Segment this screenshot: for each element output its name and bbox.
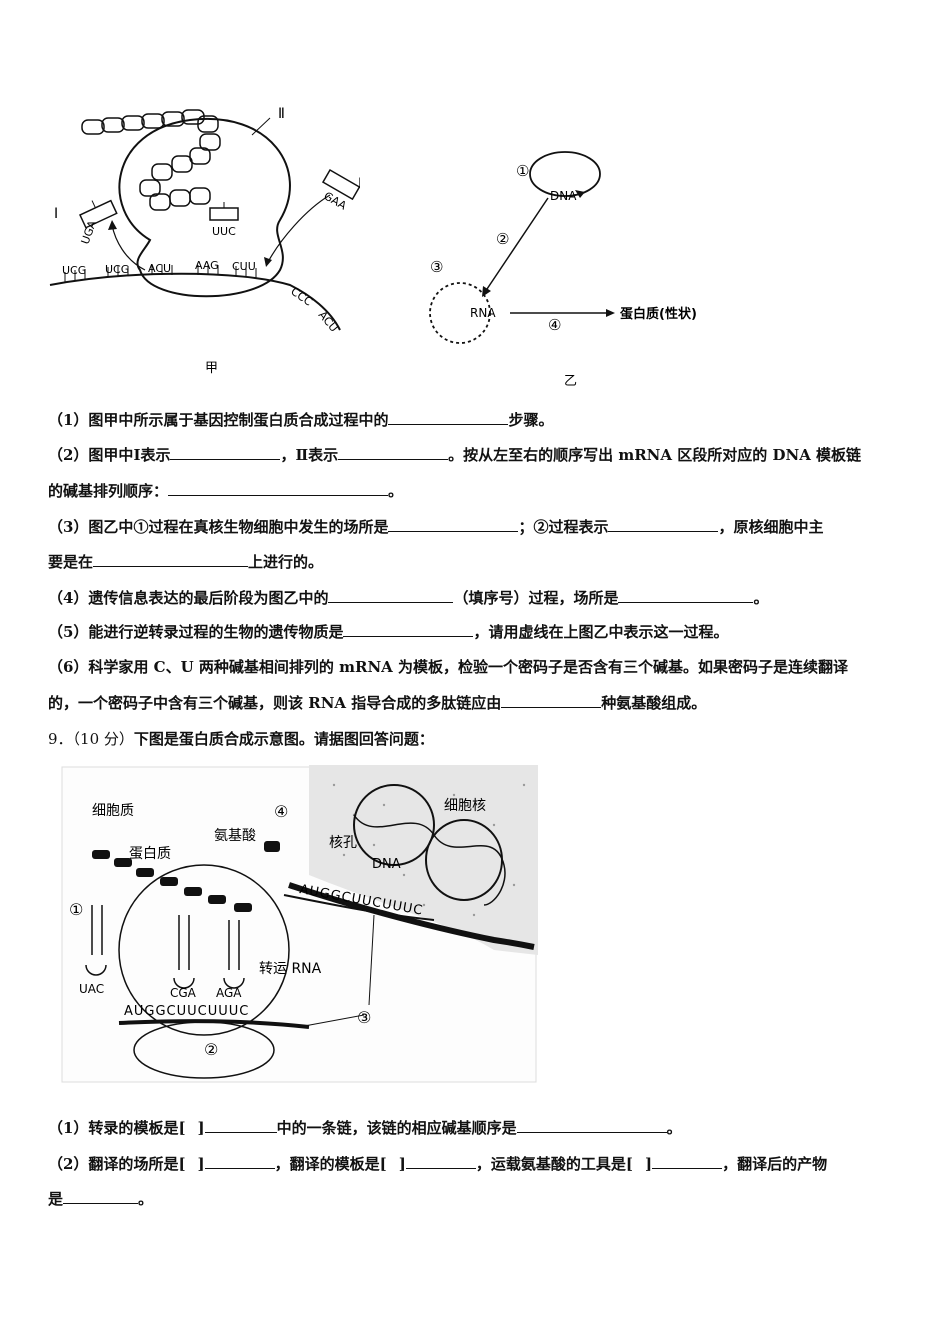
label-i-right: Ⅰ [358,176,360,192]
codon: UCG [105,263,129,276]
answer-blank[interactable] [501,692,602,708]
anticodon: UGA [79,218,100,246]
answer-blank[interactable] [652,1153,723,1169]
answer-blank[interactable] [170,444,281,460]
answer-blank[interactable] [405,1153,476,1169]
trna-label: 转运 RNA [259,961,322,977]
question-9-2b: 是。 [48,1188,154,1208]
marker-1: ① [69,900,83,919]
protein-label: 蛋白质 [129,846,171,862]
codon: ACU [316,309,341,335]
answer-blank[interactable] [338,444,449,460]
codon: CCC [288,285,315,309]
step-1-marker: ① [516,162,529,180]
question-2b: 的碱基排列顺序：。 [48,480,404,500]
answer-blank[interactable] [388,409,509,425]
step-4-marker: ④ [548,316,561,334]
anticodon: UAC [79,982,104,996]
label-i-left: Ⅰ [54,206,58,222]
answer-blank[interactable] [168,480,389,496]
step-3-marker: ③ [430,258,443,276]
mrna-sequence-lower: AUGGCUUCUUUC [124,1004,249,1019]
codon: ACU [148,262,171,275]
codon: UCG [62,264,86,277]
answer-blank[interactable] [343,621,474,637]
figure-jia: Ⅱ Ⅰ Ⅰ UCG UCG ACU AAG CUU CCC ACU UGA UU… [49,106,360,376]
question-9-1: （1）转录的模板是[]中的一条链，该链的相应碱基顺序是。 [48,1117,682,1137]
marker-3: ③ [357,1008,371,1027]
question-9-2a: （2）翻译的场所是[]，翻译的模板是[]，运载氨基酸的工具是[]，翻译后的产物 [48,1153,828,1173]
answer-blank[interactable] [63,1188,139,1204]
marker-4: ④ [274,802,288,821]
question-2a: （2）图甲中Ⅰ表示，Ⅱ表示。按从左至右的顺序写出 mRNA 区段所对应的 DNA… [48,444,862,464]
question-3a: （3）图乙中①过程在真核生物细胞中发生的场所是；②过程表示，原核细胞中主 [48,516,824,536]
answer-blank[interactable] [328,587,454,603]
figure-caption-jia: 甲 [205,361,218,376]
pore-label: 核孔 [329,835,357,851]
figure-caption-yi: 乙 [564,374,577,389]
anticodon: UUC [212,225,236,238]
cytoplasm-label: 细胞质 [92,803,134,819]
anticodon: GAA [322,189,350,212]
question-9-header: 9．（10 分）下图是蛋白质合成示意图。请据图回答问题： [48,730,434,748]
figure-protein-synthesis: 细胞质 细胞核 氨基酸 蛋白质 核孔 DNA 转运 RNA ① ② ③ ④ UA… [61,765,538,1083]
dna-label: DNA [550,189,577,203]
step-2-marker: ② [496,230,509,248]
amino-acid-label: 氨基酸 [214,827,256,844]
answer-blank[interactable] [618,587,754,603]
question-6b: 的，一个密码子中含有三个碱基，则该 RNA 指导合成的多肽链应由种氨基酸组成。 [48,692,707,712]
answer-blank[interactable] [388,516,519,532]
label-ii: Ⅱ [278,106,285,122]
dna-label: DNA [372,857,401,872]
anticodon: CGA [170,986,197,1000]
question-6a: （6）科学家用 C、U 两种碱基相间排列的 mRNA 为模板，检验一个密码子是否… [48,658,849,676]
nucleus-label: 细胞核 [444,798,486,814]
rna-label: RNA [470,306,496,320]
answer-blank[interactable] [93,551,249,567]
marker-2: ② [204,1040,218,1059]
protein-label: 蛋白质(性状) [620,306,697,322]
question-5: （5）能进行逆转录过程的生物的遗传物质是，请用虚线在上图乙中表示这一过程。 [48,621,729,641]
question-3b: 要是在上进行的。 [48,551,324,571]
figure-yi: ① DNA ② ③ RNA ④ 蛋白质(性状) 乙 [429,151,697,389]
answer-blank[interactable] [204,1117,277,1133]
anticodon: AGA [216,986,242,1000]
question-1: （1）图甲中所示属于基因控制蛋白质合成过程中的步骤。 [48,409,554,429]
answer-blank[interactable] [608,516,719,532]
question-4: （4）遗传信息表达的最后阶段为图乙中的（填序号）过程，场所是。 [48,587,769,607]
codon: AAG [195,259,219,272]
answer-blank[interactable] [516,1117,667,1133]
codon: CUU [232,260,256,273]
answer-blank[interactable] [204,1153,275,1169]
